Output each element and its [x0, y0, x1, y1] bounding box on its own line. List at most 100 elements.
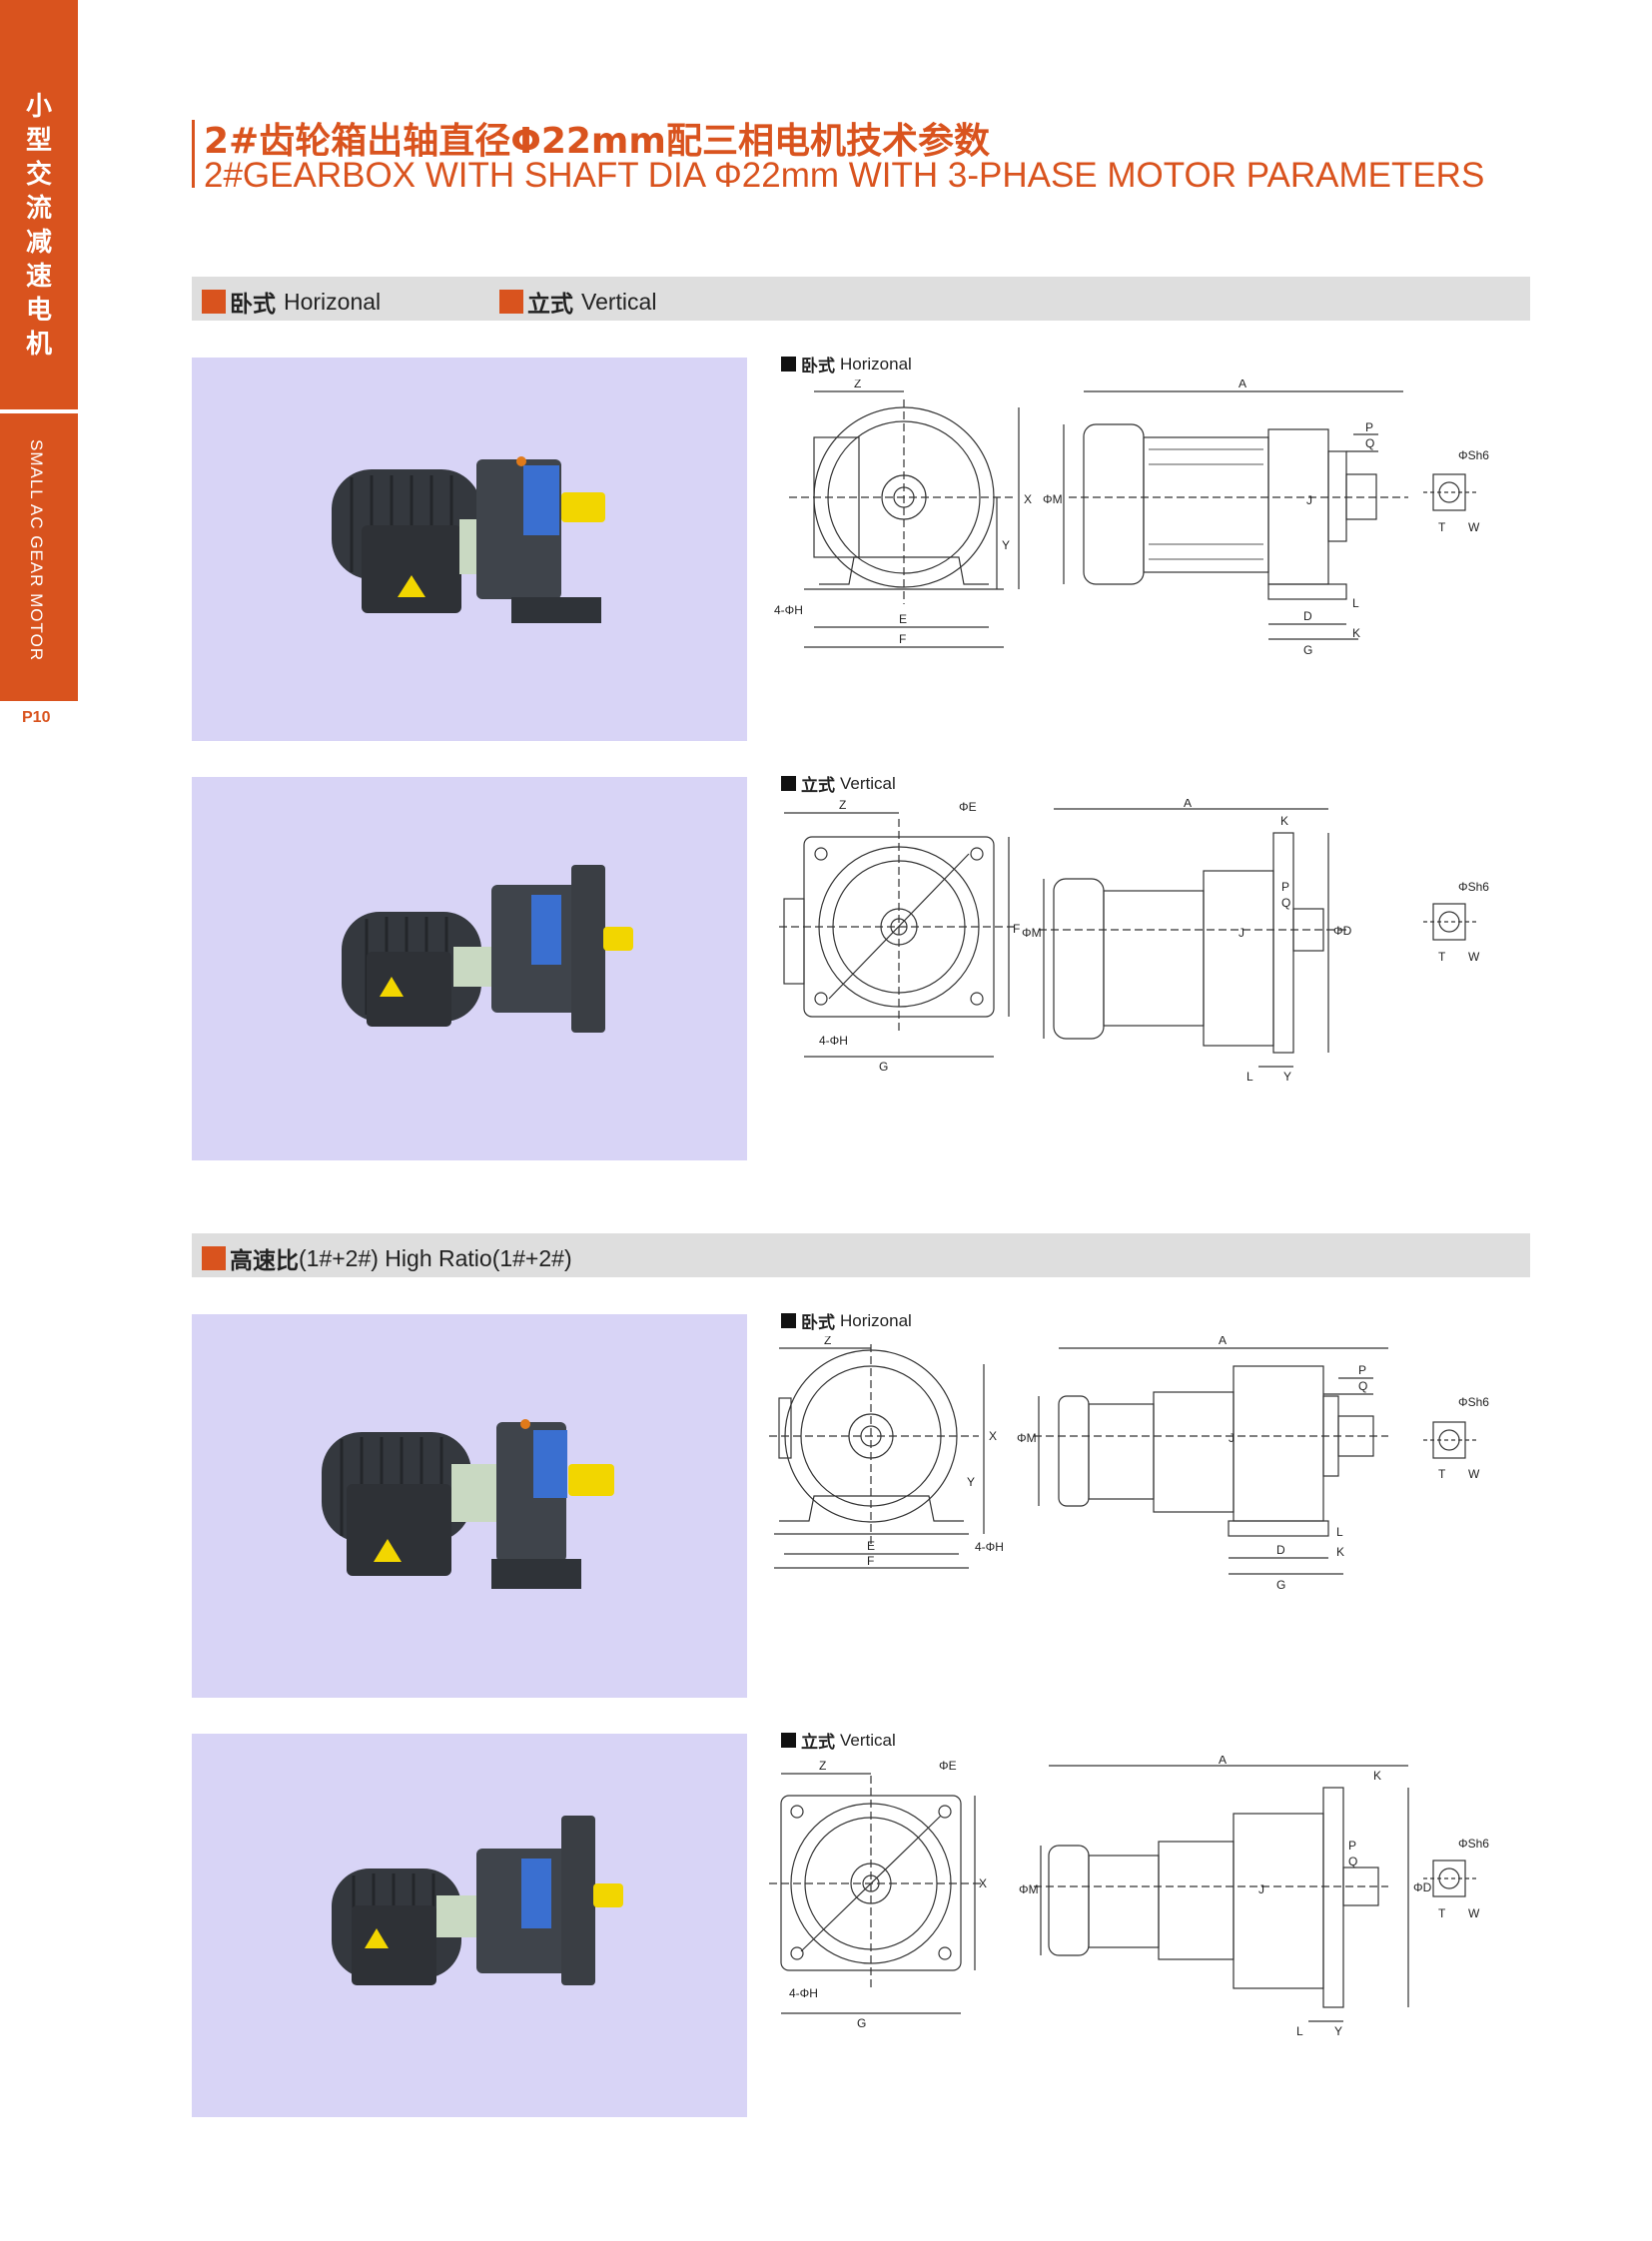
dim-label-y: Y [1002, 538, 1010, 552]
dim-label-a: A [1219, 1756, 1227, 1767]
dim-label-m: ΦM [1019, 1882, 1039, 1896]
drawing-high-ratio-vertical: 立式 Vertical Z ΦE X G 4-ΦH A [769, 1728, 1538, 2115]
photo-high-ratio-horizontal [192, 1314, 747, 1698]
dim-label-l: L [1296, 2024, 1303, 2038]
drawing-title-vertical: 立式 Vertical [781, 771, 896, 796]
dim-label-f: F [899, 632, 906, 646]
dim-label-k: K [1336, 1545, 1344, 1559]
section-bar-high-ratio: 高速比 (1#+2#) High Ratio(1#+2#) [192, 1233, 1530, 1277]
dim-label-m: ΦM [1022, 926, 1042, 940]
dim-label-k: K [1373, 1769, 1381, 1783]
dim-label-h: 4-ΦH [789, 1986, 818, 2000]
sidebar-category-cn: 小 型 交 流 减 速 电 机 [25, 92, 52, 360]
dim-label-z: Z [854, 379, 861, 390]
black-square-icon [781, 776, 796, 791]
page-number: P10 [22, 709, 51, 726]
dim-label-phi-d: ΦD [1333, 924, 1352, 938]
dim-label-sh6: ΦSh6 [1458, 448, 1489, 462]
dim-label-h: 4-ΦH [975, 1540, 1004, 1554]
dim-label-l: L [1352, 596, 1359, 610]
dim-label-k: K [1352, 626, 1360, 640]
dim-label-h: 4-ΦH [819, 1034, 848, 1048]
dim-label-x: X [989, 1429, 997, 1443]
dim-label-l: L [1246, 1070, 1253, 1084]
dimension-drawing-high-ratio-vertical: Z ΦE X G 4-ΦH A K P Q ΦM J ΦD ΦSh6 T W L… [769, 1756, 1489, 2038]
dim-label-d: D [1303, 609, 1312, 623]
orange-square-icon [202, 290, 226, 314]
dim-label-t: T [1438, 1467, 1446, 1481]
section-tag-vertical: 立式 Vertical [499, 285, 656, 319]
black-square-icon [781, 1313, 796, 1328]
drawing-vertical: 立式 Vertical Z ΦE F G 4-ΦH A [769, 771, 1538, 1158]
dim-label-phi-e: ΦE [959, 800, 977, 814]
dim-label-g: G [1276, 1578, 1285, 1592]
dim-label-t: T [1438, 1906, 1446, 1920]
sidebar-english-block [0, 413, 78, 701]
dim-label-w: W [1468, 520, 1480, 534]
dim-label-e: E [899, 612, 907, 626]
orange-square-icon [499, 290, 523, 314]
dim-label-f: F [867, 1554, 874, 1568]
dim-label-j: J [1306, 493, 1312, 507]
drawing-title-high-ratio-horizontal: 卧式 Horizonal [781, 1308, 912, 1333]
dim-label-p: P [1348, 1839, 1356, 1853]
dim-label-p: P [1365, 420, 1373, 434]
sidebar-category-en: SMALL AC GEAR MOTOR [27, 439, 46, 662]
dim-label-x: X [979, 1876, 987, 1890]
dim-label-q: Q [1281, 896, 1290, 910]
dim-label-d: D [1276, 1543, 1285, 1557]
gear-motor-vertical-image [342, 865, 633, 1033]
dim-label-w: W [1468, 950, 1480, 964]
dim-label-phi-d: ΦD [1413, 1880, 1432, 1894]
title-accent-bar [192, 120, 195, 188]
dim-label-p: P [1281, 880, 1289, 894]
dim-label-phi-e: ΦE [939, 1759, 957, 1773]
dim-label-j: J [1239, 926, 1244, 940]
dim-label-a: A [1184, 799, 1192, 810]
dim-label-f: F [1013, 922, 1020, 936]
dim-label-w: W [1468, 1906, 1480, 1920]
dim-label-z: Z [819, 1759, 826, 1773]
gear-motor-high-ratio-vertical-image [332, 1816, 623, 1985]
dim-label-t: T [1438, 520, 1446, 534]
dim-label-m: ΦM [1043, 492, 1063, 506]
dim-label-x: X [1024, 492, 1032, 506]
section-tag-high-ratio: 高速比 (1#+2#) High Ratio(1#+2#) [202, 1241, 572, 1275]
dim-label-g: G [1303, 643, 1312, 657]
dim-label-z: Z [824, 1336, 831, 1347]
dim-label-y: Y [967, 1475, 975, 1489]
photo-horizontal-motor [192, 358, 747, 741]
page-title-cn: 2#齿轮箱出轴直径Φ22mm配三相电机技术参数 [204, 121, 990, 162]
dimension-drawing-vertical: Z ΦE F G 4-ΦH A K P Q ΦM J ΦD ΦSh6 T W L… [779, 799, 1489, 1084]
dim-label-j: J [1229, 1431, 1235, 1445]
dim-label-p: P [1358, 1363, 1366, 1377]
dimension-drawing-horizontal: Z A P Q X Y ΦM J ΦSh6 T W 4-ΦH E F D G L… [774, 379, 1489, 657]
drawing-high-ratio-horizontal: 卧式 Horizonal Z A P Q X Y [769, 1308, 1538, 1696]
dim-label-e: E [867, 1539, 875, 1553]
black-square-icon [781, 357, 796, 372]
dim-label-h: 4-ΦH [774, 603, 803, 617]
dim-label-l: L [1336, 1525, 1343, 1539]
dim-label-sh6: ΦSh6 [1458, 1837, 1489, 1851]
dim-label-a: A [1219, 1336, 1227, 1347]
dim-label-q: Q [1348, 1855, 1357, 1868]
dim-label-y: Y [1283, 1070, 1291, 1084]
black-square-icon [781, 1733, 796, 1748]
dim-label-t: T [1438, 950, 1446, 964]
photo-vertical-motor [192, 777, 747, 1160]
sidebar-category-block [0, 0, 78, 409]
dim-label-y: Y [1334, 2024, 1342, 2038]
gear-motor-horizontal-image [332, 456, 605, 623]
dimension-drawing-high-ratio-horizontal: Z A P Q X Y ΦM J ΦSh6 T W 4-ΦH E F D G L… [769, 1336, 1489, 1592]
photo-high-ratio-vertical [192, 1734, 747, 2117]
drawing-horizontal: 卧式 Horizonal Z A P Q X Y [769, 352, 1538, 739]
dim-label-z: Z [839, 799, 846, 812]
dim-label-m: ΦM [1017, 1431, 1037, 1445]
drawing-title-horizontal: 卧式 Horizonal [781, 352, 912, 376]
dim-label-q: Q [1358, 1379, 1367, 1393]
gear-motor-high-ratio-horizontal-image [322, 1419, 614, 1589]
dim-label-j: J [1258, 1882, 1264, 1896]
dim-label-g: G [879, 1060, 888, 1074]
dim-label-w: W [1468, 1467, 1480, 1481]
section-bar-standard: 卧式 Horizonal 立式 Vertical [192, 277, 1530, 321]
